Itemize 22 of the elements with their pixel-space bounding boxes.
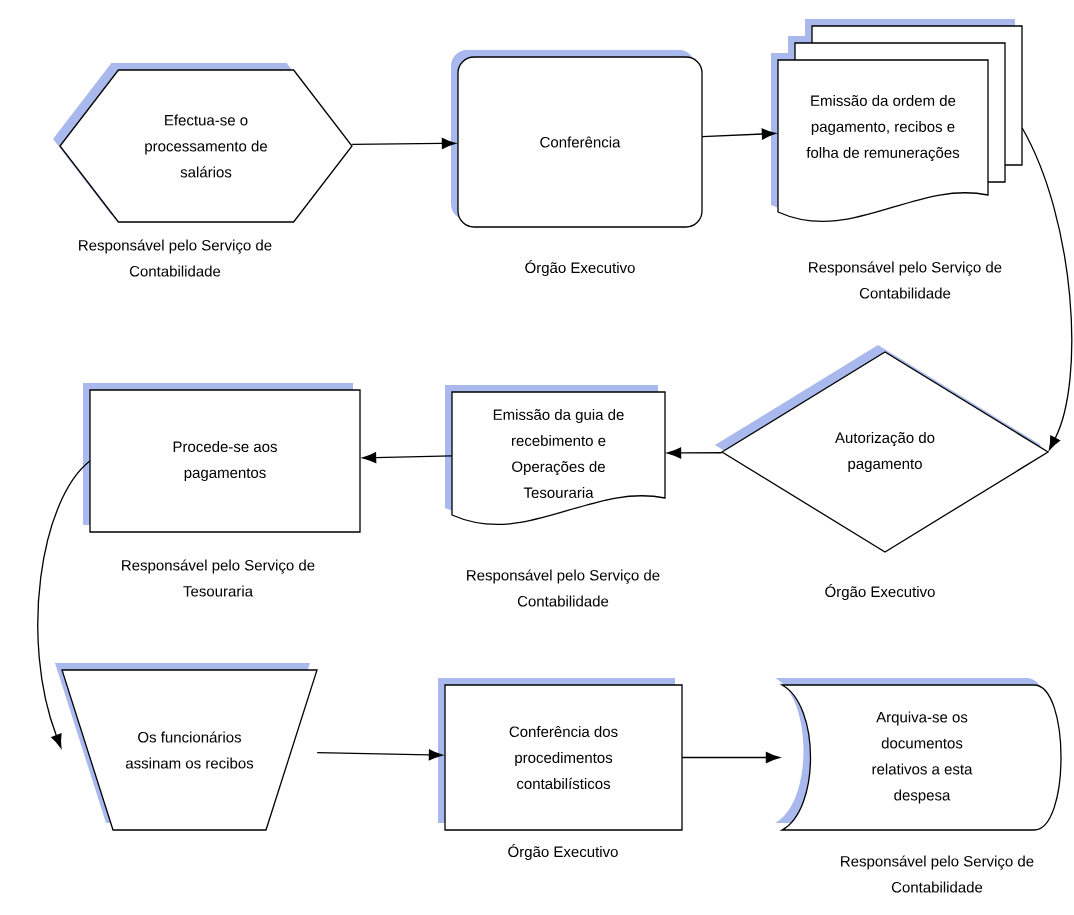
caption-text: Responsável pelo Serviço de Contabilidade bbox=[841, 855, 1034, 893]
caption-text: Órgão Executivo bbox=[825, 583, 935, 601]
trapezoid-box: Os funcionários assinam os recibos bbox=[55, 663, 318, 831]
arrow bbox=[362, 452, 453, 464]
arrow bbox=[351, 137, 456, 149]
arrow bbox=[701, 128, 776, 140]
arrow bbox=[681, 752, 780, 763]
rounded-box: Conferência bbox=[451, 50, 703, 228]
arrow bbox=[667, 447, 723, 459]
arrow bbox=[37, 460, 91, 749]
arrow bbox=[1021, 127, 1073, 451]
caption-text: Responsável pelo Serviço de Tesouraria bbox=[122, 559, 315, 597]
process-box: Procede-se aos pagamentos bbox=[83, 383, 361, 533]
arrow bbox=[316, 749, 443, 761]
document-stack: Emissão da ordem de pagamento, recibos e folha de remunerações bbox=[771, 19, 1023, 222]
caption-text: Responsável pelo Serviço de Contabilidade bbox=[467, 569, 660, 607]
preparation-hexagon: Efectua-se o processamento de salários bbox=[53, 63, 353, 223]
process-box: Conferência dos procedimentos contabilísticos bbox=[438, 678, 683, 831]
caption-text: Órgão Executivo bbox=[525, 259, 635, 277]
caption-text: Responsável pelo Serviço de Contabilidade bbox=[809, 261, 1002, 299]
caption-text: Órgão Executivo bbox=[508, 843, 618, 861]
caption-text: Responsável pelo Serviço de Contabilidade bbox=[79, 239, 272, 277]
